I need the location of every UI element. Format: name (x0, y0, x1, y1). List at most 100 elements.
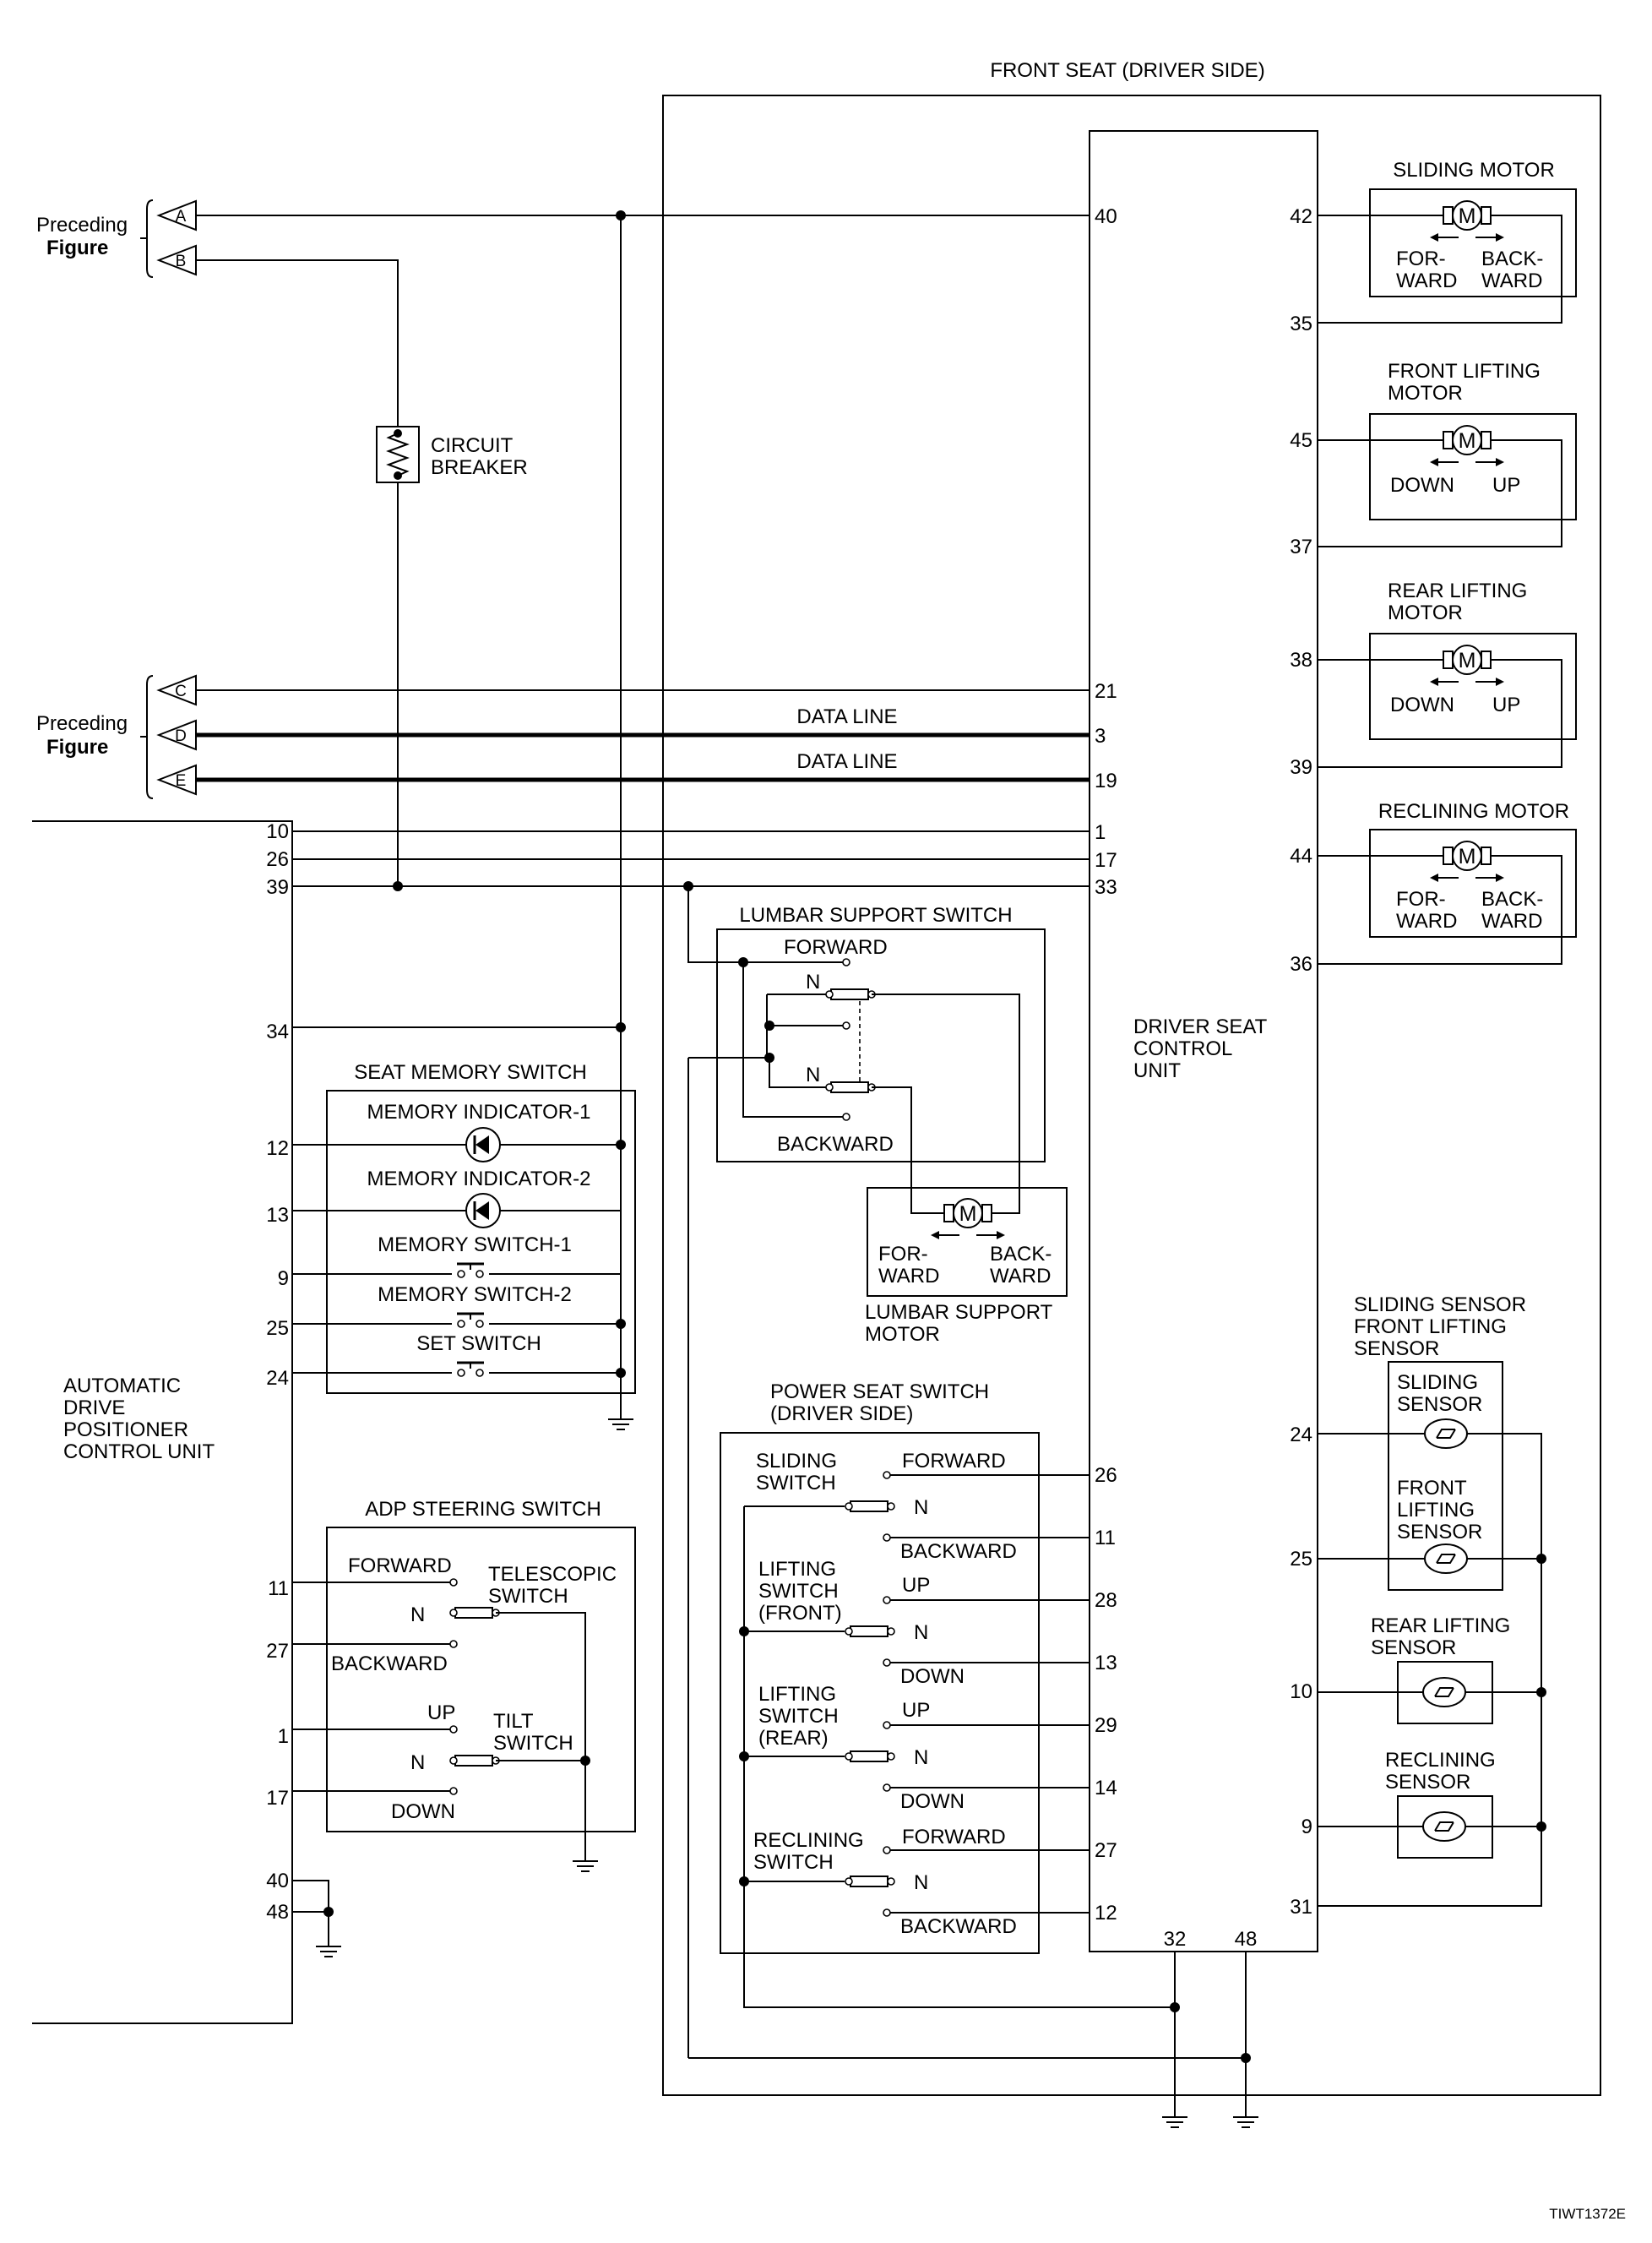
connector-b: B (156, 244, 197, 276)
svg-text:C: C (175, 683, 187, 700)
svg-text:37: 37 (1290, 536, 1312, 558)
circuit-breaker: CIRCUIT BREAKER (376, 426, 528, 483)
svg-text:UP: UP (427, 1701, 455, 1724)
lumbar-title: LUMBAR SUPPORT SWITCH (739, 904, 1012, 927)
svg-text:WARD: WARD (1396, 269, 1457, 292)
svg-text:3: 3 (1095, 725, 1106, 748)
svg-text:31: 31 (1290, 1896, 1312, 1919)
rear-lifting-motor: REAR LIFTING MOTOR DOWN UP (1318, 580, 1577, 768)
svg-text:SLIDING SENSOR: SLIDING SENSOR (1354, 1293, 1526, 1316)
svg-text:10: 10 (1290, 1680, 1312, 1703)
svg-text:MEMORY INDICATOR-1: MEMORY INDICATOR-1 (367, 1101, 591, 1124)
svg-text:AUTOMATIC: AUTOMATIC (63, 1375, 181, 1397)
data-line-d: DATA LINE (196, 705, 1090, 738)
svg-text:36: 36 (1290, 953, 1312, 976)
svg-text:B: B (176, 253, 187, 270)
adp-steering-wiring (292, 1578, 599, 1872)
svg-text:25: 25 (1290, 1548, 1312, 1571)
svg-text:UP: UP (902, 1574, 930, 1597)
svg-text:A: A (176, 208, 187, 226)
svg-text:(REAR): (REAR) (758, 1727, 829, 1750)
svg-text:SENSOR: SENSOR (1385, 1771, 1470, 1794)
svg-text:UP: UP (1492, 694, 1520, 716)
svg-text:17: 17 (1095, 849, 1117, 872)
sensor-wiring (1318, 1433, 1546, 1907)
lumbar-motor-box (867, 1187, 1068, 1297)
svg-text:DRIVE: DRIVE (63, 1396, 125, 1419)
svg-text:REAR LIFTING: REAR LIFTING (1388, 580, 1527, 602)
svg-text:SENSOR: SENSOR (1397, 1393, 1482, 1416)
svg-text:LUMBAR SUPPORT: LUMBAR SUPPORT (865, 1301, 1053, 1324)
svg-text:Figure: Figure (46, 237, 108, 259)
svg-text:42: 42 (1290, 205, 1312, 228)
svg-text:TILT: TILT (493, 1710, 534, 1733)
lumbar-wiring (687, 886, 1020, 2058)
svg-text:REAR LIFTING: REAR LIFTING (1371, 1614, 1510, 1637)
svg-text:N: N (410, 1751, 425, 1774)
svg-text:DOWN: DOWN (391, 1800, 455, 1823)
svg-text:MEMORY SWITCH-1: MEMORY SWITCH-1 (378, 1233, 572, 1256)
adp-steering-box (326, 1527, 636, 1832)
svg-text:SWITCH: SWITCH (756, 1472, 836, 1494)
preceding-figure-top: Preceding Figure (36, 199, 154, 278)
svg-text:26: 26 (266, 848, 289, 871)
wires-adp-dscu (292, 830, 1090, 1032)
svg-text:RECLINING: RECLINING (1385, 1749, 1496, 1772)
svg-text:48: 48 (266, 1901, 289, 1924)
svg-text:FRONT LIFTING: FRONT LIFTING (1354, 1315, 1507, 1338)
reclining-motor: RECLINING MOTOR FOR- WARD BACK- WARD (1318, 800, 1577, 965)
svg-text:DOWN: DOWN (1390, 474, 1454, 497)
svg-text:SWITCH: SWITCH (758, 1580, 839, 1603)
svg-text:UNIT: UNIT (1133, 1059, 1181, 1082)
svg-text:WARD: WARD (990, 1265, 1051, 1288)
svg-text:35: 35 (1290, 313, 1312, 335)
svg-text:25: 25 (266, 1317, 289, 1340)
svg-text:FRONT LIFTING: FRONT LIFTING (1388, 360, 1541, 383)
reclining-sensor: RECLINING SENSOR (1385, 1749, 1496, 1859)
svg-text:FORWARD: FORWARD (348, 1554, 452, 1577)
svg-text:24: 24 (1290, 1424, 1312, 1446)
svg-text:17: 17 (266, 1787, 289, 1810)
svg-text:1: 1 (278, 1725, 289, 1748)
svg-text:(FRONT): (FRONT) (758, 1602, 842, 1625)
svg-text:DRIVER SEAT: DRIVER SEAT (1133, 1015, 1268, 1038)
svg-text:SLIDING: SLIDING (1397, 1371, 1478, 1394)
adp-pin-labels: 10 26 39 34 12 13 9 25 24 11 27 1 17 40 … (266, 820, 289, 1924)
adp-steering-title: ADP STEERING SWITCH (365, 1498, 601, 1521)
seat-memory-box (326, 1090, 636, 1394)
svg-text:CONTROL: CONTROL (1133, 1037, 1232, 1060)
svg-text:48: 48 (1235, 1928, 1258, 1951)
connector-d: D (156, 719, 197, 751)
dscu-box (1089, 130, 1318, 1952)
svg-text:N: N (914, 1871, 928, 1894)
svg-text:BACKWARD: BACKWARD (900, 1915, 1017, 1938)
svg-text:13: 13 (266, 1204, 289, 1227)
svg-text:POSITIONER: POSITIONER (63, 1418, 188, 1441)
seat-memory-title: SEAT MEMORY SWITCH (354, 1061, 587, 1084)
svg-text:MEMORY INDICATOR-2: MEMORY INDICATOR-2 (367, 1168, 591, 1190)
sliding-motor: SLIDING MOTOR FOR- WARD BACK- WARD (1318, 159, 1577, 324)
svg-text:SENSOR: SENSOR (1397, 1521, 1482, 1543)
svg-text:FORWARD: FORWARD (784, 936, 888, 959)
svg-text:MOTOR: MOTOR (865, 1323, 940, 1346)
svg-text:MEMORY SWITCH-2: MEMORY SWITCH-2 (378, 1283, 572, 1306)
front-lifting-motor: FRONT LIFTING MOTOR DOWN UP (1318, 360, 1577, 547)
wire-b (196, 259, 399, 885)
power-seat-box (720, 1432, 1040, 1954)
connector-e: E (156, 764, 197, 796)
svg-text:DOWN: DOWN (900, 1790, 965, 1813)
power-seat-title: POWER SEAT SWITCH (DRIVER SIDE) (770, 1380, 989, 1425)
svg-text:SWITCH: SWITCH (758, 1705, 839, 1728)
svg-text:BACK-: BACK- (1481, 888, 1543, 911)
svg-text:BACKWARD: BACKWARD (777, 1133, 894, 1156)
svg-text:RECLINING MOTOR: RECLINING MOTOR (1378, 800, 1569, 823)
svg-text:44: 44 (1290, 845, 1312, 868)
svg-text:33: 33 (1095, 876, 1117, 899)
svg-text:38: 38 (1290, 649, 1312, 672)
svg-text:27: 27 (1095, 1839, 1117, 1862)
svg-text:9: 9 (278, 1267, 289, 1290)
svg-text:UP: UP (1492, 474, 1520, 497)
svg-text:SLIDING: SLIDING (756, 1450, 837, 1473)
svg-text:WARD: WARD (1396, 910, 1457, 933)
svg-text:9: 9 (1301, 1816, 1312, 1838)
